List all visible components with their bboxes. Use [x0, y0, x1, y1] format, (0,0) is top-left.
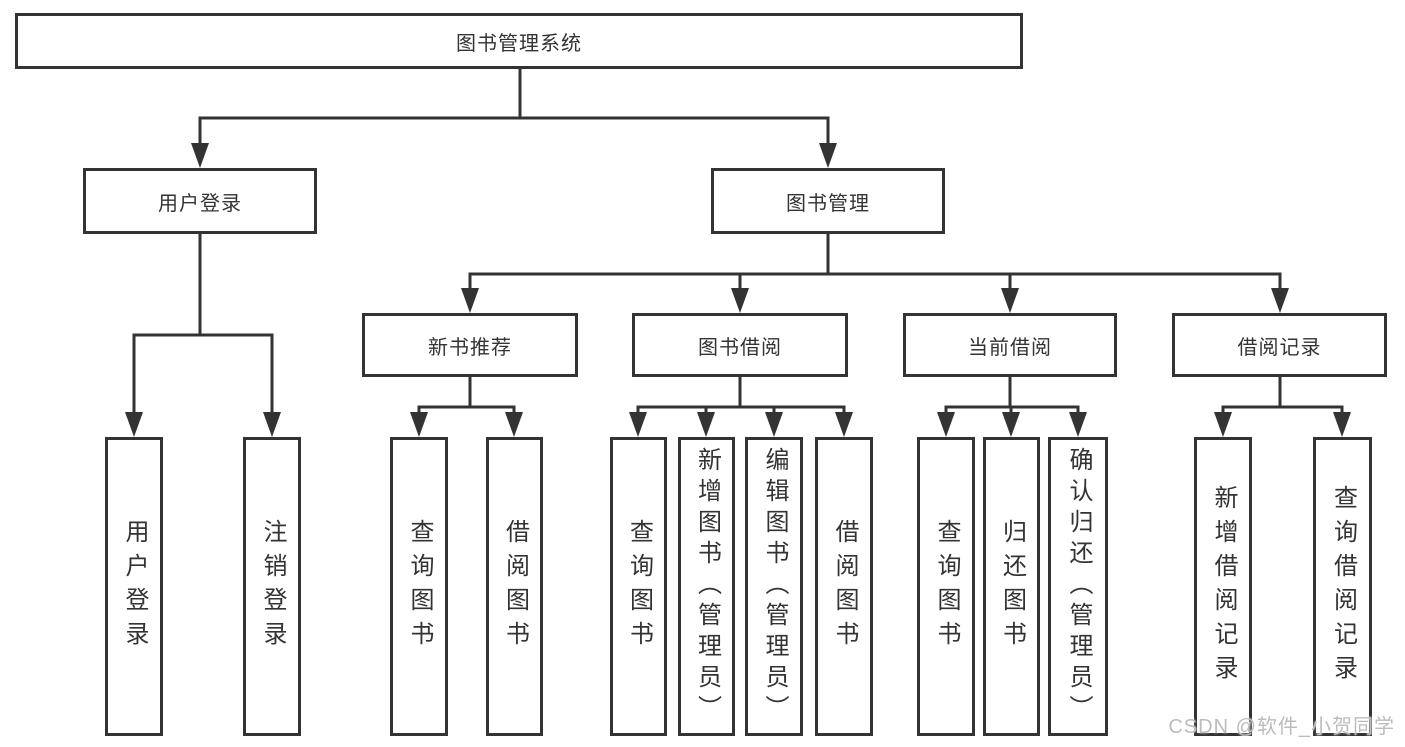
leaf-edit-books-admin: 编辑图书（管理员） [745, 437, 803, 736]
leaf-add-borrow-record: 新增借阅记录 [1194, 437, 1252, 736]
leaf-return-books: 归还图书 [983, 437, 1040, 736]
leaf-borrow-books-recommend: 借阅图书 [486, 437, 543, 736]
leaf-confirm-return-admin: 确认归还（管理员） [1048, 437, 1108, 736]
leaf-borrow-books-borrowing: 借阅图书 [815, 437, 873, 736]
leaf-query-borrow-record: 查询借阅记录 [1313, 437, 1372, 736]
leaf-query-books-recommend: 查询图书 [390, 437, 448, 736]
node-borrow-records: 借阅记录 [1172, 313, 1387, 377]
node-book-management: 图书管理 [711, 168, 945, 234]
node-library-system: 图书管理系统 [15, 13, 1023, 69]
leaf-user-login: 用户登录 [105, 437, 163, 736]
node-user-login: 用户登录 [83, 168, 317, 234]
leaf-add-books-admin: 新增图书（管理员） [678, 437, 735, 736]
node-book-borrowing: 图书借阅 [632, 313, 848, 377]
node-new-book-recommend: 新书推荐 [362, 313, 578, 377]
watermark: CSDN @软件_小贺同学 [1168, 716, 1395, 738]
node-current-borrowing: 当前借阅 [903, 313, 1117, 377]
leaf-query-books-borrowing: 查询图书 [610, 437, 667, 736]
leaf-query-books-current: 查询图书 [917, 437, 975, 736]
leaf-logout-login: 注销登录 [243, 437, 301, 736]
